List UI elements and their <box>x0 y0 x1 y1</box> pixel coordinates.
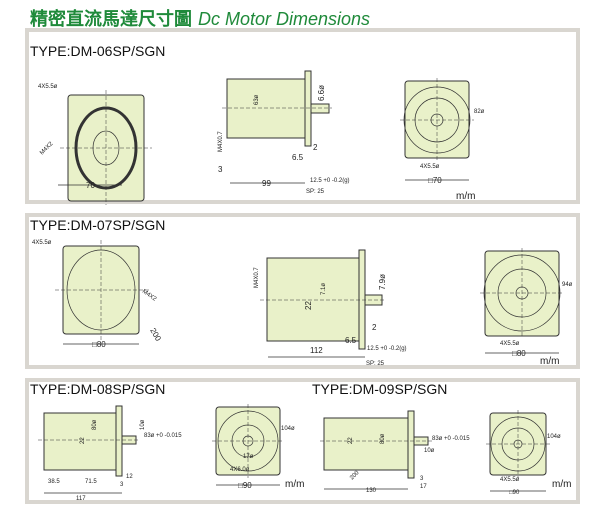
dm08-square-label: □90 <box>238 481 252 490</box>
dm07-shaft-label: 7.9ø <box>378 274 387 290</box>
dm09-drawing: TYPE:DM-09SP/SGN 22 80ø 83ø +0 -0.015 10… <box>312 381 571 496</box>
dm08-d3-label: 3 <box>120 482 124 488</box>
dm08-hub-label: 17ø <box>243 454 254 460</box>
dm08-dia-label: 80ø <box>92 419 98 430</box>
dm09-d3-label: 3 <box>420 476 424 482</box>
dm08-d22-label: 22 <box>80 437 86 444</box>
dm06-square-label: □70 <box>428 176 442 185</box>
dm07-pcd-label: 94ø <box>562 282 573 288</box>
dm06-rear-view: 82ø 4X5.5ø □70 <box>400 78 485 185</box>
dm07-unit-label: m/m <box>540 356 559 367</box>
dm06-side-view: 63ø 6.6ø M4X0.7 3 99 6.5 2 12.5 +0 -0.2(… <box>218 70 350 195</box>
dm07-rear-view: 94ø 4X5.5ø □80 <box>480 248 573 358</box>
dm09-d17-label: 17 <box>420 484 427 490</box>
dm08-front-view: 104ø 17ø 4X6.0ø □90 <box>212 404 295 490</box>
dm06-shaft-label: 6.6ø <box>317 85 326 101</box>
dm08-d12-label: 12 <box>126 474 133 480</box>
dm09-lead-label: 200 <box>349 470 361 482</box>
dm08-drawing: TYPE:DM-08SP/SGN 22 80ø 10ø 83ø +0 -0.01… <box>30 381 304 502</box>
dm07-shaftlen-label: 12.5 +0 -0.2(g) <box>367 346 407 352</box>
dm09-side-view: 22 80ø 83ø +0 -0.015 10ø 200 130 3 17 <box>320 410 470 494</box>
dm07-flange-label: 6.5 <box>345 336 357 345</box>
dm06-d2-label: 2 <box>313 143 318 152</box>
dm07-drawing: TYPE:DM-07SP/SGN 4X5.5ø M4X2 200 □80 M4X… <box>30 217 573 367</box>
dm09-len-label: 130 <box>366 488 377 494</box>
dm08-a-label: 38.5 <box>48 479 60 485</box>
dm07-holes-label: 4X5.5ø <box>32 240 52 246</box>
dm08-b-label: 71.5 <box>85 479 97 485</box>
dm06-shaftlen-label: 12.5 +0 -0.2(g) <box>310 178 350 184</box>
dm08-len-label: 117 <box>76 496 86 502</box>
dm09-type-label: TYPE:DM-09SP/SGN <box>312 381 447 397</box>
dm07-tap-label: M4X0.7 <box>254 267 260 288</box>
dm09-rear-view: 104ø 4X5.5ø □90 <box>486 410 561 496</box>
dm07-dia-label: 7.1ø <box>321 283 327 295</box>
dm07-d22-label: 22 <box>304 301 313 310</box>
dm08-holes-label: 4X6.0ø <box>230 467 250 473</box>
dm06-dia-label: 63ø <box>254 94 260 105</box>
dm07-d2-label: 2 <box>372 323 377 332</box>
dm06-width-label: 70 <box>86 181 95 190</box>
dm08-shaft-label: 10ø <box>140 419 146 430</box>
dm06-holes-label: 4X5.5ø <box>38 84 58 90</box>
dm06-pcd-label: 82ø <box>474 109 485 115</box>
dm07-type-label: TYPE:DM-07SP/SGN <box>30 217 165 233</box>
page-title: 精密直流馬達尺寸圖 Dc Motor Dimensions <box>30 5 370 31</box>
dm06-flange-label: 6.5 <box>292 153 304 162</box>
title-en: Dc Motor Dimensions <box>198 9 371 29</box>
dm06-tap-label: M4X0.7 <box>218 131 224 152</box>
dm07-square-label: □80 <box>92 340 106 349</box>
dm07-sp-label: SP: 25 <box>366 361 385 367</box>
dm08-side-view: 22 80ø 10ø 83ø +0 -0.015 12 3 38.5 71.5 … <box>38 405 182 502</box>
dm09-tol-label: 83ø +0 -0.015 <box>432 436 470 442</box>
dm09-unit-label: m/m <box>552 479 571 490</box>
dm06-len-label: 99 <box>262 179 271 188</box>
dm08-type-label: TYPE:DM-08SP/SGN <box>30 381 165 397</box>
dm06-unit-label: m/m <box>456 191 475 202</box>
dm06-sp-label: SP: 25 <box>306 189 325 195</box>
dm08-unit-label: m/m <box>285 479 304 490</box>
dm08-pcd-label: 104ø <box>281 426 295 432</box>
dm06-type-label: TYPE:DM-06SP/SGN <box>30 43 165 59</box>
dm07-len-label: 112 <box>310 346 323 355</box>
dm09-pcd-label: 104ø <box>547 434 561 440</box>
dm06-front-view: 4X5.5ø M4X2 70 <box>38 84 152 205</box>
title-zh: 精密直流馬達尺寸圖 <box>30 9 192 29</box>
dm07-side-view: M4X0.7 22 7.1ø 7.9ø 6.5 2 112 12.5 +0 -0… <box>254 249 407 367</box>
dm08-tol-label: 83ø +0 -0.015 <box>144 433 182 439</box>
dm06-drawing: TYPE:DM-06SP/SGN 4X5.5ø M4X2 70 63ø 6.6ø… <box>30 43 485 205</box>
dm09-d22-label: 22 <box>348 437 354 444</box>
dm07-rear-holes-label: 4X5.5ø <box>500 341 520 347</box>
dm07-rear-square-label: □80 <box>512 349 526 358</box>
dm09-dia-label: 80ø <box>380 433 386 444</box>
dm09-holes-label: 4X5.5ø <box>500 477 520 483</box>
dm06-rear-holes-label: 4X5.5ø <box>420 164 440 170</box>
dm07-front-view: 4X5.5ø M4X2 200 □80 <box>32 240 163 349</box>
dm06-d3-label: 3 <box>218 165 223 174</box>
dm09-square-label: □90 <box>509 490 520 496</box>
dm09-shaft-label: 10ø <box>424 448 435 454</box>
